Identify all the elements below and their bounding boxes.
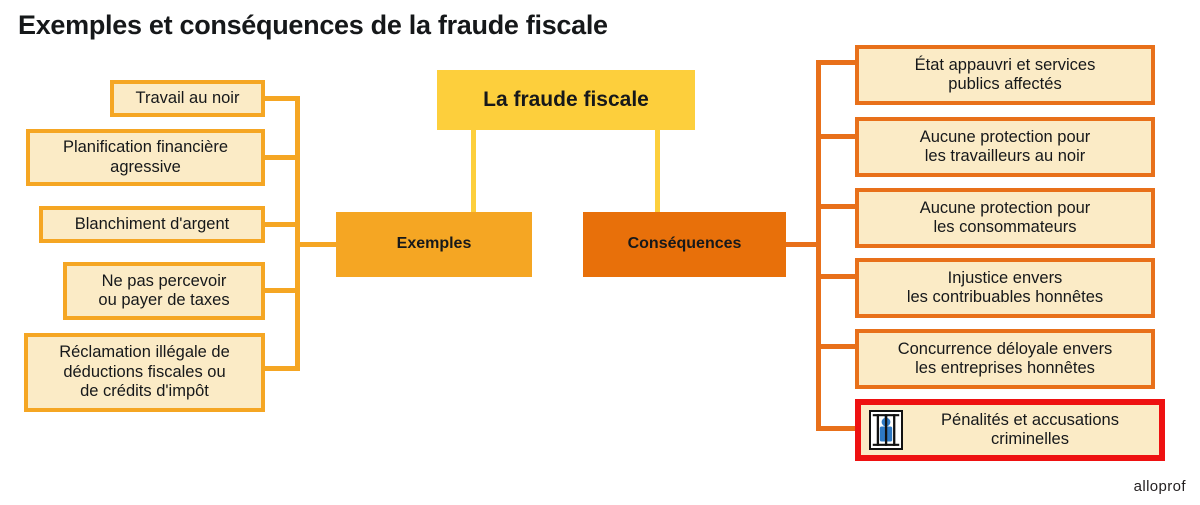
connector-right-stub-5: [818, 344, 858, 349]
prison-icon: [869, 410, 903, 450]
connector-left-stub-2: [263, 155, 298, 160]
page-title: Exemples et conséquences de la fraude fi…: [18, 10, 608, 40]
connector-root-to-consequences-vertical: [655, 130, 660, 222]
example-box-4[interactable]: Ne pas percevoir ou payer de taxes: [63, 262, 265, 320]
example-box-5-line3: de crédits d'impôt: [80, 382, 209, 401]
consequence-box-2[interactable]: Aucune protection pour les travailleurs …: [855, 117, 1155, 177]
consequence-box-5-text: Concurrence déloyale envers les entrepri…: [898, 340, 1113, 379]
consequence-box-2-line2: les travailleurs au noir: [924, 147, 1086, 165]
example-box-2-line1: Planification financière: [62, 138, 229, 157]
consequence-box-6-line1: Pénalités et accusations: [941, 410, 1119, 429]
consequence-box-4-text: Injustice envers les contribuables honnê…: [907, 269, 1103, 308]
example-box-3-text: Blanchiment d'argent: [75, 215, 230, 234]
connector-right-stub-2: [818, 134, 858, 139]
connector-right-stub-3: [818, 204, 858, 209]
branch-node-exemples-label: Exemples: [396, 235, 472, 253]
consequence-box-6-line2: criminelles: [991, 430, 1069, 448]
example-box-1-line1: Travail au noir: [135, 88, 240, 107]
example-box-2-line2: agressive: [110, 157, 181, 176]
example-box-3-line1: Blanchiment d'argent: [74, 214, 230, 233]
consequence-box-1[interactable]: État appauvri et services publics affect…: [855, 45, 1155, 105]
example-box-5-line1: Réclamation illégale de: [59, 343, 230, 362]
example-box-1[interactable]: Travail au noir: [110, 80, 265, 117]
branch-node-consequences[interactable]: Conséquences: [583, 212, 786, 277]
consequence-box-5[interactable]: Concurrence déloyale envers les entrepri…: [855, 329, 1155, 389]
branch-node-consequences-label: Conséquences: [627, 235, 742, 253]
consequence-box-3-line1: Aucune protection pour: [919, 198, 1091, 217]
example-box-5[interactable]: Réclamation illégale de déductions fisca…: [24, 333, 265, 412]
consequence-box-3-text: Aucune protection pour les consommateurs: [920, 199, 1091, 238]
consequence-box-6-text: Pénalités et accusations criminelles: [941, 411, 1119, 450]
example-box-4-line1: Ne pas percevoir: [101, 271, 227, 290]
connector-left-stub-3: [263, 222, 298, 227]
consequence-box-3[interactable]: Aucune protection pour les consommateurs: [855, 188, 1155, 248]
consequence-box-1-line2: publics affectés: [948, 75, 1062, 93]
example-box-4-line2: ou payer de taxes: [98, 291, 230, 309]
consequence-box-3-line2: les consommateurs: [933, 218, 1077, 236]
consequence-box-6[interactable]: Pénalités et accusations criminelles: [855, 399, 1165, 461]
root-node-label: La fraude fiscale: [483, 87, 649, 111]
example-box-3[interactable]: Blanchiment d'argent: [39, 206, 265, 243]
connector-left-stub-1: [263, 96, 298, 101]
consequence-box-2-line1: Aucune protection pour: [919, 127, 1091, 146]
connector-left-stub-5: [263, 366, 298, 371]
example-box-1-text: Travail au noir: [136, 89, 240, 108]
example-box-4-text: Ne pas percevoir ou payer de taxes: [98, 272, 229, 311]
root-node-fraude-fiscale[interactable]: La fraude fiscale: [437, 70, 695, 130]
consequence-box-4-line1: Injustice envers: [947, 268, 1063, 287]
example-box-2[interactable]: Planification financière agressive: [26, 129, 265, 186]
connector-right-stub-1: [818, 60, 858, 65]
connector-right-branch-to-spine: [785, 242, 819, 247]
consequence-box-4[interactable]: Injustice envers les contribuables honnê…: [855, 258, 1155, 318]
connector-left-spine: [295, 96, 300, 371]
consequence-box-1-text: État appauvri et services publics affect…: [915, 56, 1096, 95]
consequence-box-2-text: Aucune protection pour les travailleurs …: [920, 128, 1091, 167]
example-box-2-text: Planification financière agressive: [63, 138, 228, 177]
example-box-5-text: Réclamation illégale de déductions fisca…: [59, 343, 230, 401]
consequence-box-5-line2: les entreprises honnêtes: [915, 359, 1095, 377]
brand-logo: alloprof: [1133, 478, 1186, 495]
consequence-box-4-line2: les contribuables honnêtes: [906, 288, 1104, 306]
consequence-box-1-line1: État appauvri et services: [914, 55, 1096, 74]
connector-left-spine-to-branch: [298, 242, 338, 247]
connector-right-stub-4: [818, 274, 858, 279]
consequence-box-5-line1: Concurrence déloyale envers: [897, 339, 1113, 358]
connector-right-stub-6: [818, 426, 858, 431]
example-box-5-line2: déductions fiscales ou: [63, 362, 226, 381]
connector-root-to-examples-vertical: [471, 130, 476, 222]
connector-left-stub-4: [263, 288, 298, 293]
branch-node-exemples[interactable]: Exemples: [336, 212, 532, 277]
